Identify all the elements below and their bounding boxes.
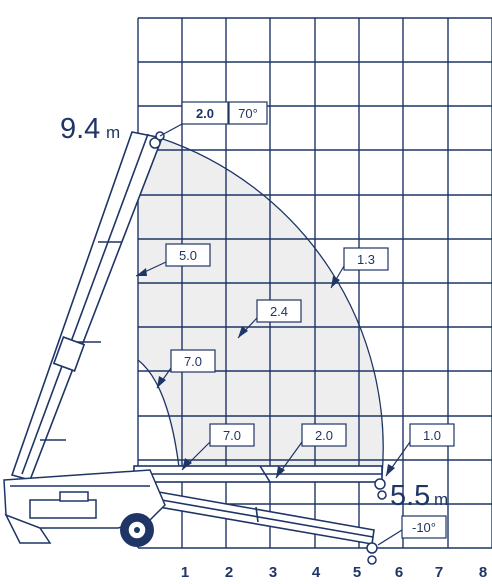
bottom-angle-callout: -10° [377,515,447,546]
x-tick-8: 8 [479,564,487,581]
svg-text:1.0: 1.0 [423,428,441,443]
outer-reach-arc [159,137,384,477]
x-tick-2: 2 [225,564,233,581]
svg-text:7.0: 7.0 [223,428,241,443]
svg-text:1.3: 1.3 [357,252,375,267]
load-label-left-boom: 5.0 [135,243,211,277]
load-label-horizontal-far: 1.0 [385,423,455,477]
inner-reach-arc [137,359,181,477]
x-tick-5: 5 [353,564,361,581]
svg-text:2.4: 2.4 [270,304,288,319]
x-tick-1: 1 [181,564,189,581]
svg-text:5.5: 5.5 [390,480,430,512]
load-label-horizontal-near: 7.0 [181,423,255,471]
top-load-callout: 2.0 [159,101,229,137]
x-tick-7: 7 [435,564,443,581]
min-height-label: 5.5 m [390,480,448,512]
svg-text:5.0: 5.0 [179,248,197,263]
x-tick-3: 3 [269,564,277,581]
load-label-inner-zone: 2.4 [237,299,302,339]
load-label-lower-left: 7.0 [156,349,216,389]
svg-text:7.0: 7.0 [184,354,202,369]
svg-text:2.0: 2.0 [315,428,333,443]
svg-text:m: m [106,123,120,142]
svg-text:-10°: -10° [412,520,436,535]
top-angle-callout: 70° [228,101,268,125]
max-height-label: 9.4 m [60,113,120,145]
x-tick-4: 4 [312,564,321,581]
svg-text:2.0: 2.0 [196,106,214,121]
svg-text:70°: 70° [238,106,258,121]
svg-text:9.4: 9.4 [60,113,100,145]
x-tick-6: 6 [395,564,403,581]
load-label-horizontal-mid: 2.0 [275,423,347,479]
machine-body [3,469,166,547]
boom-lowered [128,487,378,565]
svg-text:m: m [434,490,448,509]
x-axis-ticks: 1 2 3 4 5 6 7 8 [181,564,487,581]
load-label-outer-arc: 1.3 [330,247,389,289]
